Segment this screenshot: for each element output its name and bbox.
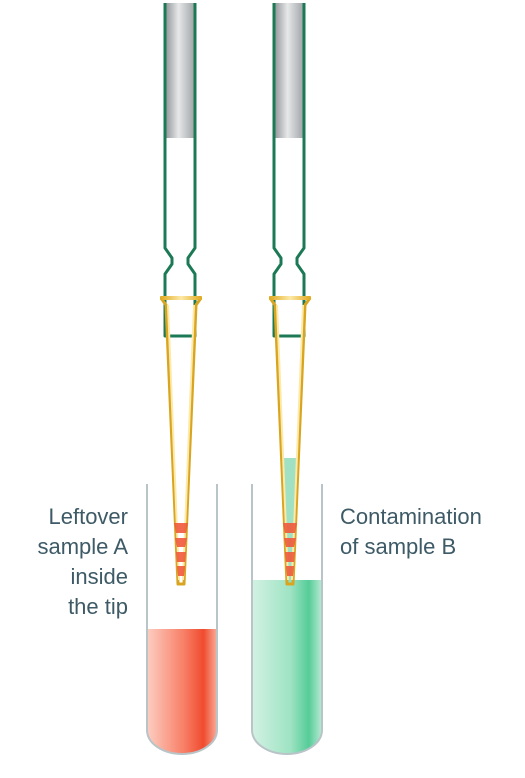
left-set	[146, 3, 218, 755]
tip-a	[159, 296, 203, 586]
contaminant-drops	[283, 523, 297, 576]
tip-a-inner-wall	[167, 304, 195, 581]
pipette-b	[272, 3, 306, 338]
tip-b-body	[268, 297, 312, 586]
tube-b	[251, 484, 323, 755]
plunger-a	[165, 3, 195, 138]
pipette-b-body	[272, 3, 306, 338]
label-left-line: inside	[70, 564, 128, 589]
label-right-line: Contamination	[340, 504, 482, 529]
plunger-b	[274, 3, 304, 138]
tube-b-outline	[251, 484, 323, 755]
tip-b-inner-wall	[276, 304, 304, 581]
tube-a-outline	[146, 484, 218, 755]
pipette-a-body	[163, 3, 197, 338]
label-leftover-sample-a: Leftover sample A inside the tip	[38, 502, 129, 622]
tip-a-body	[159, 297, 203, 586]
tip-b	[268, 296, 312, 586]
tube-a	[146, 484, 218, 755]
label-left-line: Leftover	[48, 504, 129, 529]
tip-a-collar	[160, 296, 202, 300]
tip-b-collar	[269, 296, 311, 300]
label-left-line: the tip	[68, 594, 128, 619]
label-left-line: sample A	[37, 534, 129, 559]
label-right-line: of sample B	[340, 534, 457, 559]
right-set	[251, 3, 323, 755]
sample-b-liquid	[252, 580, 322, 754]
label-contamination-sample-b: Contamination of sample B	[340, 502, 482, 562]
pipette-a	[163, 3, 197, 338]
sample-a-liquid	[147, 629, 217, 754]
leftover-sample-a	[174, 523, 188, 576]
